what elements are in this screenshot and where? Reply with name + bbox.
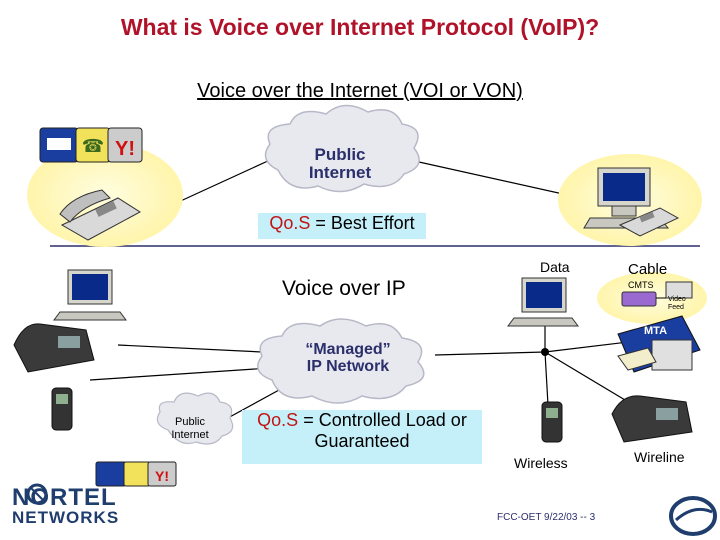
small-public-internet-label: Public Internet: [171, 416, 209, 442]
cmts-label: CMTS: [628, 280, 654, 290]
qos-prefix: Qo.S: [269, 213, 311, 233]
app-icon-gray: [107, 127, 143, 163]
app-icon-y: Y!: [115, 138, 135, 160]
bottom-section-heading: Voice over IP: [282, 277, 406, 300]
desk-phone-icon: [618, 207, 680, 237]
cable-label: Cable: [628, 261, 668, 278]
managed-ip-network-label: “Managed” IP Network: [305, 341, 391, 375]
internet-app-icons: ☎ Y!: [39, 127, 143, 163]
mta-computer: [651, 339, 693, 371]
wireline-phone-icon: [611, 395, 693, 443]
public-internet-cloud: [264, 104, 420, 193]
page-title: What is Voice over Internet Protocol (Vo…: [120, 14, 600, 40]
data-computer-icon: [507, 277, 579, 327]
nortel-logo-line2: NETWORKS: [12, 508, 120, 527]
right-endpoint-group: [558, 154, 702, 246]
left-endpoint-group: ☎ Y!: [27, 127, 183, 247]
qos-prefix: Qo.S: [257, 410, 299, 430]
app-icon-glyph: ☎: [82, 136, 104, 156]
cable-group: [597, 272, 707, 373]
ip-phone-icon: [13, 323, 95, 373]
nortel-logo-line1: NORTEL: [12, 484, 117, 511]
wireless-label: Wireless: [514, 455, 568, 471]
cmts-box: [621, 291, 657, 307]
data-label: Data: [540, 259, 570, 275]
top-section-heading: Voice over the Internet (VOI or VON): [197, 80, 523, 102]
footer-text: FCC-OET 9/22/03 -- 3: [497, 512, 596, 523]
qos-best-effort-text: = Best Effort: [310, 213, 415, 233]
public-internet-label: Public Internet: [308, 145, 372, 182]
nortel-o-emblem: [26, 483, 48, 505]
bottom-computer-icon: [53, 269, 127, 321]
nortel-globe-logo: [669, 496, 717, 536]
mta-phone: [617, 347, 657, 371]
network-node: [541, 348, 549, 356]
svg-text:Y!: Y!: [155, 468, 169, 484]
wireline-label: Wireline: [634, 449, 685, 465]
video-feed-label: Video Feed: [668, 296, 686, 311]
qos-best-effort-box: Qo.S = Best Effort: [258, 213, 426, 239]
bottom-app-icons: Y!: [95, 461, 177, 487]
cell-phone-icon: [51, 387, 73, 431]
wireless-phone-icon: [541, 401, 563, 443]
app-icon-screen: [47, 138, 71, 150]
managed-ip-network-cloud: [257, 318, 425, 404]
qos-controlled-load-box: Qo.S = Controlled Load or Guaranteed: [242, 410, 482, 464]
mta-label: MTA: [644, 325, 668, 337]
desk-phone-icon: [59, 189, 141, 241]
small-public-internet-cloud: [156, 392, 234, 445]
video-feed-icon: [665, 281, 693, 299]
qos-controlled-load-text: = Controlled Load or Guaranteed: [303, 410, 467, 451]
